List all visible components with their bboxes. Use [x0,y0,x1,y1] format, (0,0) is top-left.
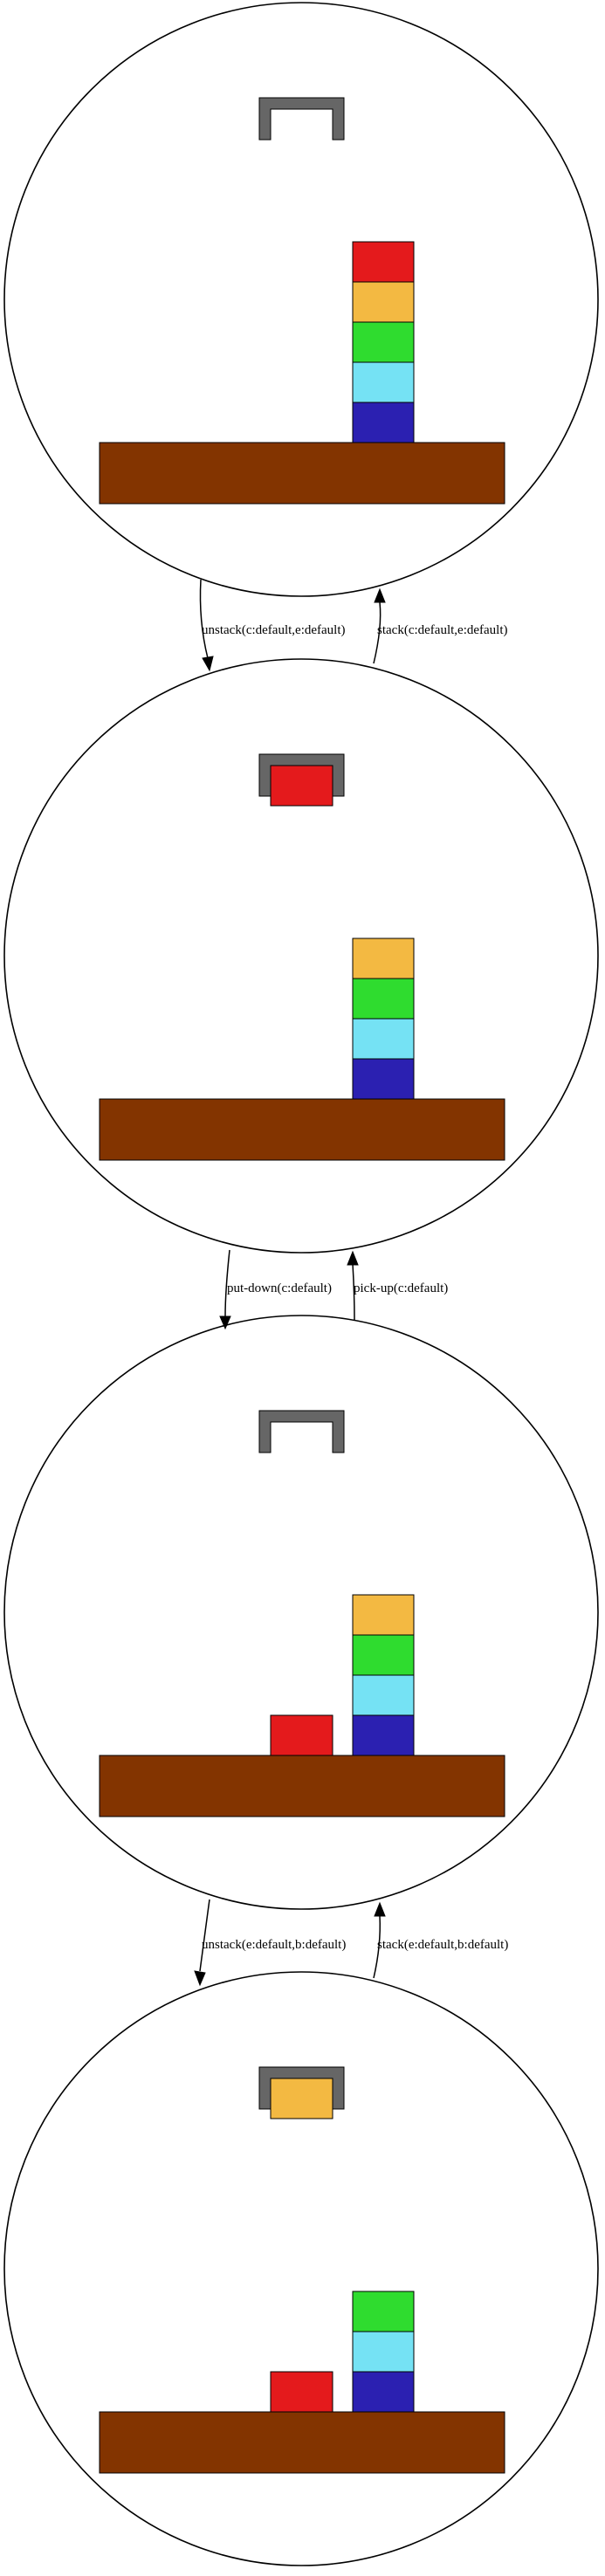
edge-label-up: stack(c:default,e:default) [377,623,508,637]
gripper-icon [258,97,345,141]
edge-label-up: stack(e:default,b:default) [377,1938,508,1952]
state-circle [3,658,599,1254]
edge-label-down: unstack(c:default,e:default) [202,623,346,637]
block-orange-held [270,2078,333,2119]
edge-label-down: put-down(c:default) [227,1281,332,1295]
state-circle [3,1971,599,2566]
edge-up [373,601,382,664]
edge-down [224,1249,230,1317]
arrowhead-down [202,656,214,672]
block-blue [352,1714,415,1756]
edge-down [199,1899,210,1972]
edge-up [373,1915,381,1979]
state-circle [3,2,599,597]
edge-label-down: unstack(e:default,b:default) [202,1938,346,1952]
transition-3: unstack(e:default,b:default) stack(e:def… [194,1899,508,1987]
block-orange [352,938,415,979]
arrowhead-up [374,587,386,603]
block-green [352,2291,415,2332]
table-surface [99,2411,505,2474]
block-red [352,241,415,283]
block-cyan [352,1018,415,1060]
arrowhead-up [347,1250,359,1266]
block-green [352,1634,415,1676]
state-node-4 [3,1971,599,2566]
block-blue [352,1058,415,1100]
block-blue [352,2371,415,2413]
transition-1: unstack(c:default,e:default) stack(c:def… [199,579,508,672]
block-red-held [270,765,333,807]
block-orange [352,281,415,323]
transition-2: put-down(c:default) pick-up(c:default) [219,1249,448,1330]
table-surface [99,1755,505,1817]
table-surface [99,442,505,505]
block-orange [352,1594,415,1636]
block-blue [352,402,415,443]
block-green [352,978,415,1020]
block-red [270,1714,333,1756]
state-circle [3,1315,599,1910]
block-green [352,321,415,363]
edge-label-up: pick-up(c:default) [354,1281,448,1295]
block-cyan [352,361,415,403]
gripper-icon [258,1410,345,1453]
state-node-2 [3,658,599,1254]
table-surface [99,1098,505,1161]
state-node-3 [3,1315,599,1910]
edge-down [199,579,209,659]
state-node-1 [3,2,599,597]
arrowhead-down [219,1315,231,1330]
block-cyan [352,2331,415,2373]
arrowhead-up [374,1901,386,1917]
block-red [270,2371,333,2413]
edge-up [352,1263,355,1321]
block-cyan [352,1674,415,1716]
arrowhead-down [194,1970,206,1987]
